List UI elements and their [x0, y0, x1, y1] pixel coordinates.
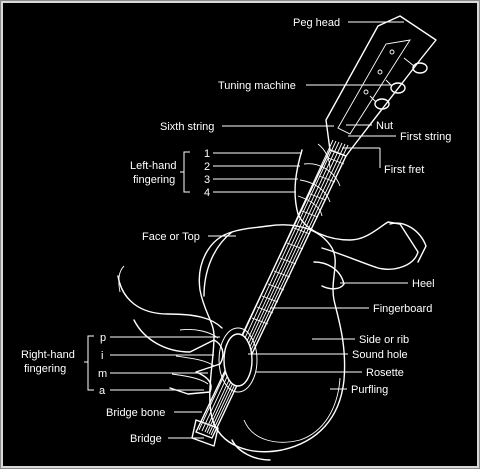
label-face-or-top: Face or Top [142, 231, 200, 243]
label-fingerboard-group: Fingerboard [270, 303, 432, 315]
label-rh-a: a [99, 385, 106, 397]
label-rosette: Rosette [366, 367, 404, 379]
guitar-frets [251, 157, 345, 325]
guitar-illustration [117, 15, 437, 461]
guitar-diagram: Peg head Tuning machine Sixth string Nut… [21, 15, 451, 461]
label-heel-group: Heel [340, 278, 435, 290]
label-purfling: Purfling [351, 384, 388, 396]
label-bridge-bone-group: Bridge bone [106, 407, 202, 419]
label-face-or-top-group: Face or Top [142, 231, 236, 243]
label-rosette-group: Rosette [256, 367, 404, 379]
label-nut: Nut [376, 120, 393, 132]
guitar-rosette [218, 327, 258, 393]
right-hand [133, 319, 224, 395]
guitar-tuning-machines [363, 49, 428, 110]
guitar-heel [313, 261, 345, 290]
label-tuning-machine: Tuning machine [218, 80, 296, 92]
label-lh-2: 2 [204, 161, 210, 173]
guitar-sound-hole [223, 333, 253, 387]
label-nut-group: Nut [346, 120, 393, 132]
label-peg-head-group: Peg head [293, 17, 404, 29]
label-right-hand-fingering-line1: Right-hand [21, 349, 75, 361]
label-left-hand-fingering-group: Left-hand fingering 1 2 3 4 [130, 148, 302, 199]
label-sixth-string-group: Sixth string [160, 121, 334, 133]
label-right-hand-fingering-line2: fingering [24, 363, 66, 375]
label-rh-i: i [101, 350, 103, 362]
guitar-strings [198, 139, 349, 436]
label-sound-hole-group: Sound hole [248, 349, 408, 361]
label-tuning-machine-group: Tuning machine [218, 80, 392, 92]
label-bridge: Bridge [130, 433, 162, 445]
label-lh-4: 4 [204, 187, 210, 199]
label-rh-m: m [98, 368, 107, 380]
guitar-bridge [191, 419, 219, 447]
label-rh-p: p [100, 332, 106, 344]
left-hand [294, 149, 419, 270]
label-side-or-rib: Side or rib [359, 334, 409, 346]
label-bridge-group: Bridge [130, 433, 204, 445]
label-bridge-bone: Bridge bone [106, 407, 165, 419]
label-first-string-group: First string [348, 131, 451, 143]
label-peg-head: Peg head [293, 17, 340, 29]
guitar-peg-head [325, 15, 437, 157]
label-right-hand-fingering-group: Right-hand fingering p i m a [21, 332, 220, 397]
label-side-or-rib-group: Side or rib [312, 334, 409, 346]
label-left-hand-fingering-line2: fingering [133, 174, 175, 186]
label-first-fret-group: First fret [342, 147, 424, 176]
label-first-string: First string [400, 131, 451, 143]
label-lh-3: 3 [204, 174, 210, 186]
label-first-fret: First fret [384, 164, 424, 176]
label-sixth-string: Sixth string [160, 121, 214, 133]
label-fingerboard: Fingerboard [373, 303, 432, 315]
right-arm [117, 231, 233, 329]
label-left-hand-fingering-line1: Left-hand [130, 160, 176, 172]
label-sound-hole: Sound hole [352, 349, 408, 361]
label-heel: Heel [412, 278, 435, 290]
label-purfling-group: Purfling [330, 384, 388, 396]
label-lh-1: 1 [204, 148, 210, 160]
guitar-side-rib [243, 377, 341, 443]
